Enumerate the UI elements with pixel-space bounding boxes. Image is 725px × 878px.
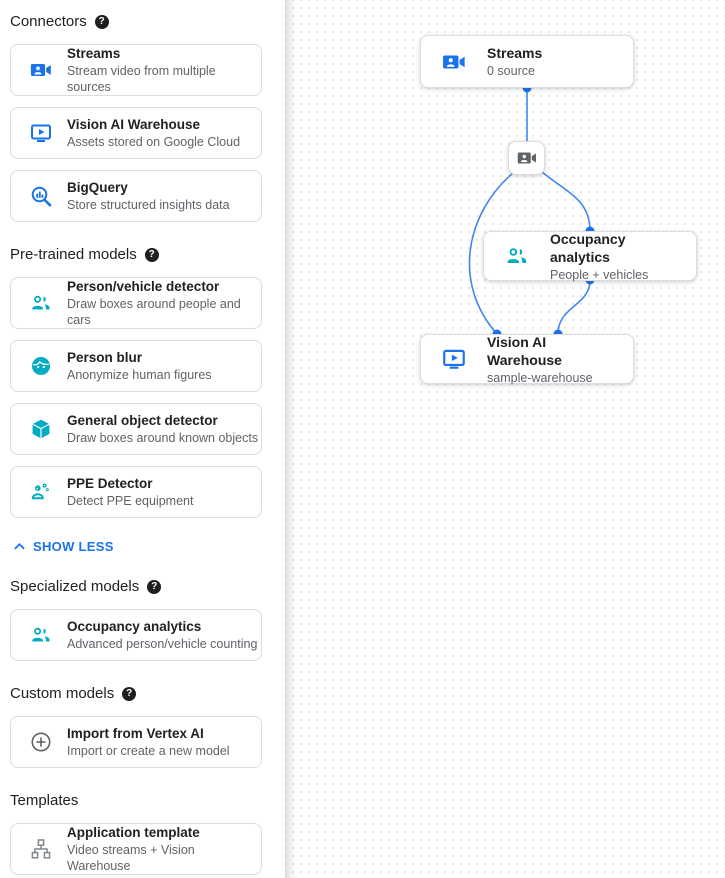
card-bigquery[interactable]: BigQuery Store structured insights data <box>10 170 262 222</box>
card-subtitle: Anonymize human figures <box>67 368 212 382</box>
card-text: Person/vehicle detector Draw boxes aroun… <box>67 278 261 328</box>
component-palette-sidebar[interactable]: Connectors ? Streams Stream video from m… <box>0 0 285 878</box>
card-title: Person/vehicle detector <box>67 279 220 294</box>
node-subtitle: 0 source <box>487 64 535 78</box>
add-circle-icon <box>29 730 53 754</box>
card-title: PPE Detector <box>67 476 153 491</box>
card-import-vertex-ai[interactable]: Import from Vertex AI Import or create a… <box>10 716 262 768</box>
section-header-specialized: Specialized models ? <box>10 578 262 595</box>
card-text: PPE Detector Detect PPE equipment <box>67 475 193 509</box>
card-title: Occupancy analytics <box>67 619 202 634</box>
help-icon[interactable]: ? <box>122 686 137 701</box>
section-header-connectors: Connectors ? <box>10 13 262 30</box>
node-subtitle: People + vehicles <box>550 267 649 282</box>
node-subtitle: sample-warehouse <box>487 370 593 385</box>
card-subtitle: Detect PPE equipment <box>67 494 194 508</box>
smart-display-icon <box>441 346 467 372</box>
video-camera-icon <box>29 58 53 82</box>
card-ppe-detector[interactable]: PPE Detector Detect PPE equipment <box>10 466 262 518</box>
card-title: BigQuery <box>67 180 128 195</box>
card-text: Streams Stream video from multiple sourc… <box>67 45 261 95</box>
help-icon[interactable]: ? <box>144 247 159 262</box>
card-title: Import from Vertex AI <box>67 726 204 741</box>
edge-input-to-warehouse <box>468 172 514 335</box>
node-title: Streams <box>487 45 543 61</box>
card-title: General object detector <box>67 413 218 428</box>
bigquery-icon <box>29 184 53 208</box>
node-text: Vision AI Warehouse sample-warehouse <box>487 333 621 386</box>
card-person-blur[interactable]: Person blur Anonymize human figures <box>10 340 262 392</box>
edge-occupancy-to-warehouse <box>557 279 591 335</box>
node-text: Occupancy analytics People + vehicles <box>550 230 684 283</box>
help-icon[interactable]: ? <box>147 579 162 594</box>
people-icon <box>29 623 53 647</box>
card-subtitle: Advanced person/vehicle counting <box>67 637 258 651</box>
card-title: Streams <box>67 46 121 61</box>
chevron-up-icon <box>12 539 27 554</box>
smart-display-icon <box>29 121 53 145</box>
section-header-custom: Custom models ? <box>10 685 262 702</box>
show-less-button[interactable]: SHOW LESS <box>12 539 262 554</box>
section-title: Specialized models <box>10 578 140 595</box>
card-subtitle: Store structured insights data <box>67 198 230 212</box>
people-icon <box>504 243 530 269</box>
face-icon <box>29 354 53 378</box>
card-text: Application template Video streams + Vis… <box>67 824 261 874</box>
edges-layer <box>468 83 595 339</box>
card-vision-ai-warehouse[interactable]: Vision AI Warehouse Assets stored on Goo… <box>10 107 262 159</box>
card-subtitle: Video streams + Vision Warehouse <box>67 843 195 873</box>
card-general-object-detector[interactable]: General object detector Draw boxes aroun… <box>10 403 262 455</box>
node-vision-ai-warehouse[interactable]: Vision AI Warehouse sample-warehouse <box>420 333 634 386</box>
show-less-label: SHOW LESS <box>33 539 114 554</box>
card-subtitle: Draw boxes around people and cars <box>67 297 241 327</box>
schema-tree-icon <box>29 837 53 861</box>
flow-canvas[interactable]: Streams 0 source <box>285 0 725 878</box>
card-text: Occupancy analytics Advanced person/vehi… <box>67 618 257 652</box>
card-text: Import from Vertex AI Import or create a… <box>67 725 230 759</box>
card-application-template[interactable]: Application template Video streams + Vis… <box>10 823 262 875</box>
node-streams[interactable]: Streams 0 source <box>420 35 634 88</box>
card-subtitle: Assets stored on Google Cloud <box>67 135 241 149</box>
card-occupancy-analytics[interactable]: Occupancy analytics Advanced person/vehi… <box>10 609 262 661</box>
section-title: Pre-trained models <box>10 246 137 263</box>
node-occupancy-analytics[interactable]: Occupancy analytics People + vehicles <box>483 230 697 283</box>
card-subtitle: Stream video from multiple sources <box>67 64 216 94</box>
edge-input-to-occupancy <box>541 171 591 232</box>
card-subtitle: Import or create a new model <box>67 744 230 758</box>
card-text: BigQuery Store structured insights data <box>67 179 230 213</box>
people-icon <box>29 291 53 315</box>
card-streams[interactable]: Streams Stream video from multiple sourc… <box>10 44 262 96</box>
card-title: Vision AI Warehouse <box>67 117 201 132</box>
card-title: Person blur <box>67 350 143 365</box>
card-text: Vision AI Warehouse Assets stored on Goo… <box>67 116 240 150</box>
person-gear-icon <box>29 480 53 504</box>
node-title: Occupancy analytics <box>550 230 626 265</box>
section-title: Custom models <box>10 685 115 702</box>
section-header-templates: Templates <box>10 792 262 809</box>
node-text: Streams 0 source <box>487 44 542 79</box>
card-person-vehicle-detector[interactable]: Person/vehicle detector Draw boxes aroun… <box>10 277 262 329</box>
node-stream-input[interactable] <box>508 141 545 175</box>
card-text: General object detector Draw boxes aroun… <box>67 412 258 446</box>
video-camera-icon <box>441 49 467 75</box>
section-title: Templates <box>10 792 79 809</box>
section-title: Connectors <box>10 13 87 30</box>
section-header-pretrained: Pre-trained models ? <box>10 246 262 263</box>
card-title: Application template <box>67 825 200 840</box>
video-camera-icon <box>516 147 538 169</box>
cube-icon <box>29 417 53 441</box>
card-text: Person blur Anonymize human figures <box>67 349 212 383</box>
card-subtitle: Draw boxes around known objects <box>67 431 259 445</box>
node-title: Vision AI Warehouse <box>487 333 562 368</box>
help-icon[interactable]: ? <box>94 14 109 29</box>
